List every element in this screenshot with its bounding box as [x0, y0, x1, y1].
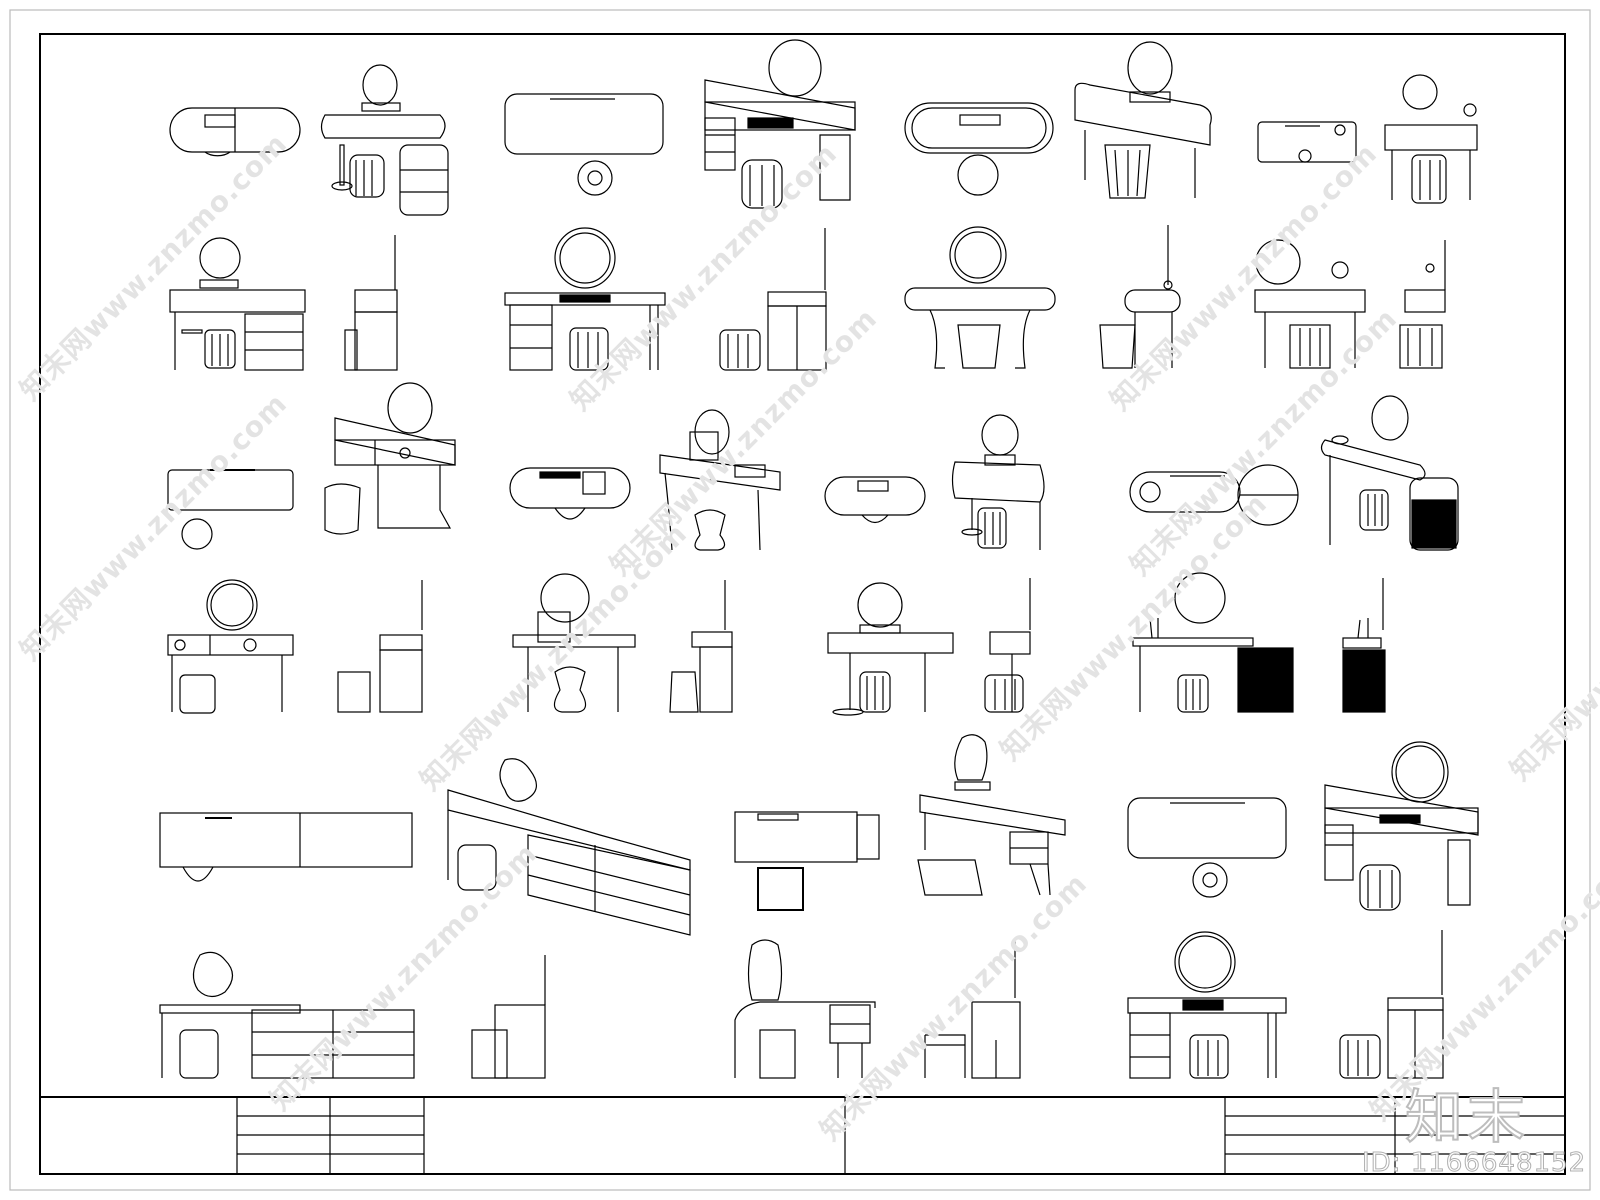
block-r2-front-c: [904, 226, 1056, 369]
block-r3-plan-c: [824, 476, 926, 524]
brand-logo-text: 知末: [1404, 1082, 1530, 1152]
image-id-label: ID: 1166648152: [1361, 1148, 1587, 1179]
block-r4-front-a: [167, 579, 294, 714]
block-r1-plan-a: [169, 107, 301, 157]
block-r5-iso-c: [1324, 741, 1479, 911]
block-r3-iso-c: [951, 414, 1045, 550]
block-r5-plan-a: [159, 812, 413, 882]
block-r6-front-c: [1127, 931, 1287, 1079]
block-r1-plan-b: [504, 93, 664, 196]
block-r6-front-b: [734, 939, 876, 1079]
block-r6-side-c: [1339, 930, 1444, 1079]
block-r2-side-d: [1399, 240, 1446, 369]
block-r5-plan-c: [1127, 797, 1287, 898]
block-r3-plan-b: [509, 467, 631, 520]
block-r3-iso-d: [1320, 395, 1459, 551]
block-r4-side-b: [669, 580, 733, 713]
block-r5-iso-a: [447, 758, 691, 936]
block-r4-front-b: [512, 573, 636, 713]
block-r2-side-a: [344, 235, 398, 371]
block-r3-plan-a: [167, 469, 294, 550]
block-r4-front-c: [827, 582, 954, 716]
drawing-frame: [39, 33, 1566, 1175]
block-r1-plan-d: [1257, 121, 1357, 163]
block-r3-iso-a: [324, 382, 456, 535]
block-r1-plan-c: [904, 102, 1054, 196]
block-r4-side-a: [337, 580, 423, 713]
block-r2-front-b: [504, 227, 666, 371]
block-r1-iso-c: [1074, 41, 1212, 199]
block-r5-plan-b: [734, 811, 880, 911]
outer-sheet-border: [9, 9, 1591, 1191]
block-r2-side-b: [719, 228, 827, 371]
block-r6-front-a: [159, 951, 415, 1079]
block-r4-side-d: [1342, 578, 1386, 713]
block-r5-iso-b: [917, 734, 1066, 896]
block-r1-iso-b: [704, 39, 856, 209]
block-r1-iso-a: [320, 64, 449, 216]
block-r2-front-a: [169, 237, 306, 371]
block-r2-side-c: [1099, 225, 1181, 369]
block-r4-front-d: [1132, 572, 1294, 713]
title-block: [40, 1096, 1565, 1174]
block-r6-side-a: [471, 955, 546, 1079]
block-r1-iso-d: [1384, 74, 1478, 204]
block-r3-iso-b: [659, 409, 781, 551]
block-r3-plan-d: [1129, 464, 1299, 526]
block-r4-side-c: [984, 578, 1031, 713]
block-r2-front-d: [1254, 239, 1366, 369]
block-r6-side-b: [924, 940, 1021, 1079]
